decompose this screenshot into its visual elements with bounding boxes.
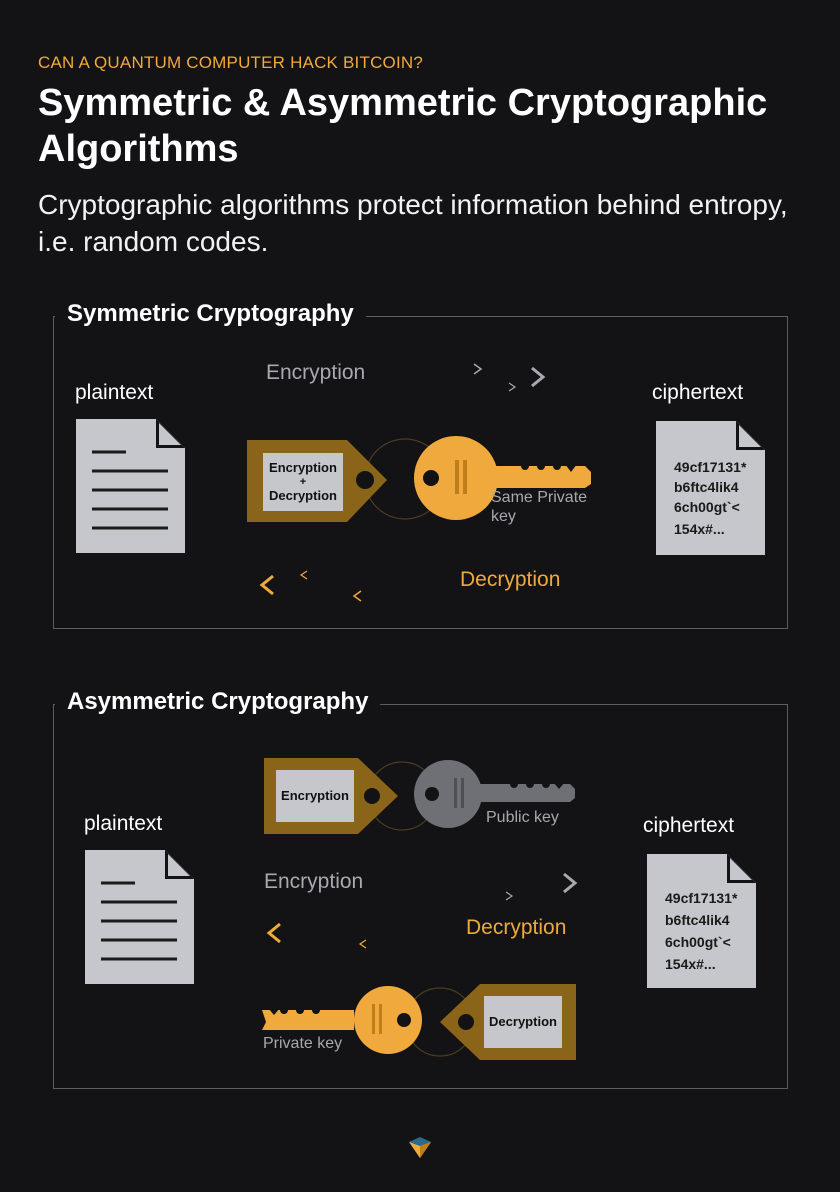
asymmetric-plaintext-document-icon: [85, 850, 194, 984]
symmetric-ciphertext-line-1: 49cf17131*: [674, 459, 747, 475]
public-key-label: Public key: [486, 809, 559, 826]
symmetric-ciphertext-line-4: 154x#...: [674, 521, 725, 537]
symmetric-key-label-line-2: key: [491, 508, 516, 525]
public-tag-label: Encryption: [281, 788, 349, 803]
kicker: CAN A QUANTUM COMPUTER HACK BITCOIN?: [38, 53, 424, 72]
symmetric-tag-line-1: Encryption: [269, 460, 337, 475]
asymmetric-decryption-label: Decryption: [466, 916, 567, 939]
symmetric-plaintext-document-icon: [76, 419, 185, 553]
symmetric-plaintext-label: plaintext: [75, 381, 154, 404]
symmetric-tag-line-3: Decryption: [269, 488, 337, 503]
symmetric-ciphertext-line-2: b6ftc4lik4: [674, 479, 739, 495]
private-key-label: Private key: [263, 1035, 343, 1052]
public-key-with-tag-icon: [264, 758, 575, 834]
asymmetric-panel: [53, 704, 788, 1089]
asymmetric-decryption-arrow-icon: [266, 922, 577, 949]
asymmetric-ciphertext-line-4: 154x#...: [665, 956, 716, 972]
asymmetric-encryption-arrow-icon: [270, 872, 578, 901]
symmetric-key-label-line-1: Same Private: [491, 489, 588, 506]
symmetric-decryption-arrow-icon: [259, 570, 580, 602]
asymmetric-ciphertext-label: ciphertext: [643, 814, 735, 837]
symmetric-ciphertext-document-icon: [656, 421, 765, 555]
asymmetric-plaintext-label: plaintext: [84, 812, 163, 835]
symmetric-key-with-tag-icon: [247, 436, 591, 522]
diamond-logo-icon: [409, 1137, 431, 1158]
symmetric-tag-line-2: +: [299, 476, 307, 488]
symmetric-ciphertext-label: ciphertext: [652, 381, 744, 404]
symmetric-heading: Symmetric Cryptography: [55, 300, 366, 328]
page-title: Symmetric & Asymmetric Cryptographic Alg…: [38, 82, 768, 170]
asymmetric-ciphertext-line-2: b6ftc4lik4: [665, 912, 730, 928]
asymmetric-heading: Asymmetric Cryptography: [55, 688, 381, 716]
symmetric-ciphertext-line-3: 6ch00gt`<: [674, 499, 740, 515]
asymmetric-ciphertext-line-1: 49cf17131*: [665, 890, 738, 906]
page-subtitle: Cryptographic algorithms protect informa…: [38, 189, 788, 257]
asymmetric-encryption-label: Encryption: [264, 870, 364, 893]
asymmetric-ciphertext-line-3: 6ch00gt`<: [665, 934, 731, 950]
private-key-with-tag-icon: [262, 984, 576, 1060]
symmetric-decryption-label: Decryption: [460, 568, 561, 591]
private-tag-label: Decryption: [489, 1014, 557, 1029]
symmetric-encryption-label: Encryption: [266, 361, 366, 384]
symmetric-encryption-arrow-icon: [280, 363, 546, 392]
symmetric-panel: [53, 316, 788, 629]
asymmetric-ciphertext-document-icon: [647, 854, 756, 988]
